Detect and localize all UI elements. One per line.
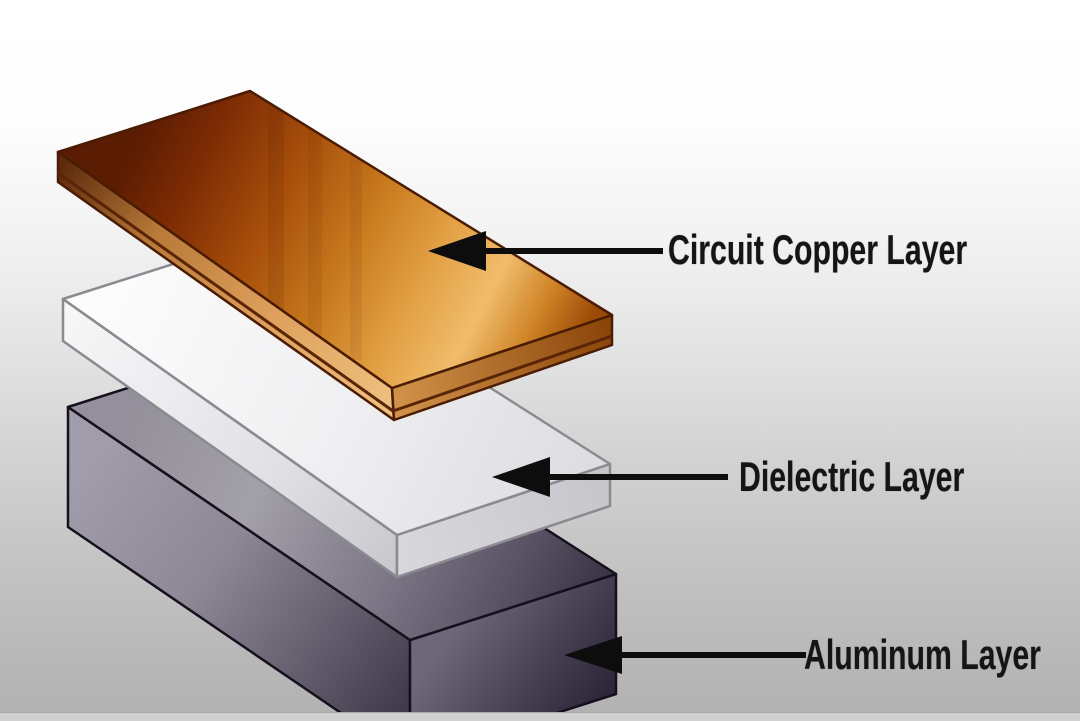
- aluminum-layer-label: Aluminum Layer: [804, 631, 1041, 678]
- bottom-frame-strip: [0, 712, 1080, 721]
- copper-layer-arrow: [428, 231, 663, 271]
- arrowhead-left-icon: [564, 636, 622, 674]
- dielectric-layer-slab: [61, 236, 612, 579]
- copper-edge-lip-line: [57, 171, 613, 413]
- copper-layer-slab: [56, 89, 614, 422]
- dielectric-layer-label: Dielectric Layer: [739, 453, 965, 500]
- copper-sheen-stripes: [268, 91, 362, 360]
- arrowhead-left-icon: [492, 457, 550, 497]
- copper-top-face: [56, 89, 614, 390]
- aluminum-layer-arrow: [564, 636, 806, 674]
- dielectric-layer-arrow: [492, 457, 728, 497]
- arrowhead-left-icon: [428, 231, 486, 271]
- copper-layer-label: Circuit Copper Layer: [668, 226, 968, 273]
